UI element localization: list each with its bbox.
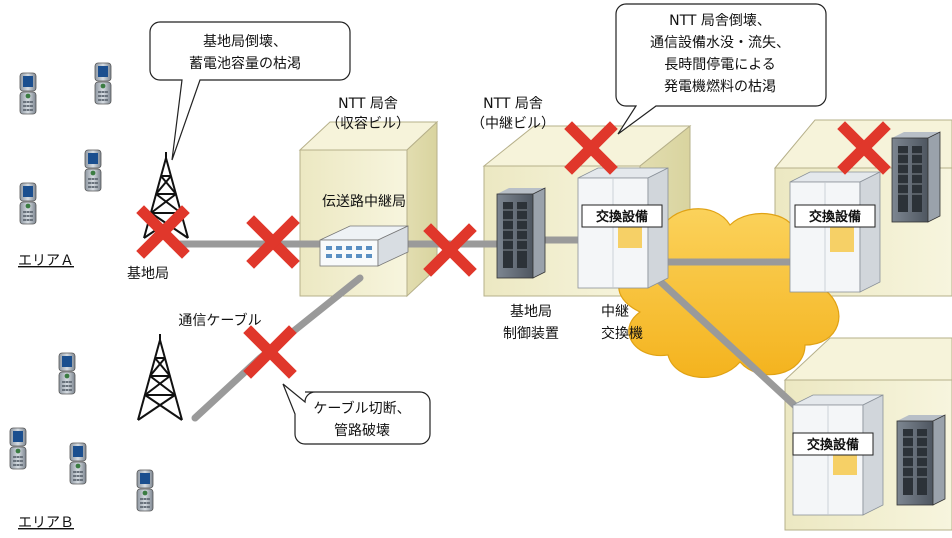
ntt-accommodation-building [298,120,439,298]
area-b-phones [9,352,154,512]
cross-icon [144,213,182,251]
mobile-phone-icon [19,182,37,225]
label-ntt-accommodation-line2: （収容ビル） [326,115,410,132]
area-a-phones [19,62,112,225]
exchange-cabinet-upper [789,171,881,293]
svg-text:管路破壊: 管路破壊 [334,423,390,439]
mobile-phone-icon [58,352,76,395]
svg-text:交換設備: 交換設備 [809,209,861,225]
cable-exchange-to-lower [646,268,809,419]
svg-text:蓄電池容量の枯渇: 蓄電池容量の枯渇 [189,55,301,72]
svg-text:通信設備水没・流失、: 通信設備水没・流失、 [650,35,790,51]
mobile-phone-icon [84,149,102,192]
exchange-label-lower: 交換設備 [792,432,874,456]
label-bs-controller-line1: 基地局 [510,303,552,320]
mobile-phone-icon [136,469,154,512]
mobile-phone-icon [69,442,87,485]
callout-base-station: 基地局倒壊、 蓄電池容量の枯渇 [149,21,351,161]
label-base-station: 基地局 [127,265,169,282]
label-ntt-relay-line2: （中継ビル） [471,116,555,132]
label-relay-exchange-line1: 中継 [601,304,629,320]
label-relay-exchange-line2: 交換機 [601,325,643,342]
transmission-relay-device [319,225,409,267]
exchange-label-relay: 交換設備 [581,204,663,228]
label-bs-controller-line2: 制御装置 [503,326,559,342]
svg-text:交換設備: 交換設備 [596,209,648,225]
server-rack-upper [891,131,941,223]
callout-ntt: NTT 局舎倒壊、 通信設備水没・流失、 長時間停電による 発電機燃料の枯渇 [615,3,827,135]
mobile-phone-icon [19,72,37,115]
mobile-phone-icon [9,427,27,470]
svg-text:長時間停電による: 長時間停電による [664,56,776,73]
label-area-b: エリアＢ [18,515,74,531]
label-ntt-relay-line1: NTT 局舎 [483,96,543,112]
server-rack-lower [896,414,946,506]
callout-cable: ケーブル切断、 管路破壊 [282,383,431,445]
exchange-label-upper: 交換設備 [794,204,876,228]
base-station-tower-b [137,333,183,421]
svg-text:NTT 局舎倒壊、: NTT 局舎倒壊、 [669,13,771,29]
label-area-a: エリアＡ [18,253,74,269]
svg-text:発電機燃料の枯渇: 発電機燃料の枯渇 [664,78,776,95]
base-station-controller-server [496,187,546,279]
label-transmission-relay: 伝送路中継局 [322,194,406,210]
label-comm-cable: 通信ケーブル [178,312,261,329]
svg-text:基地局倒壊、: 基地局倒壊、 [203,33,287,50]
mobile-phone-icon [94,62,112,105]
network-cloud [618,208,840,379]
svg-text:ケーブル切断、: ケーブル切断、 [313,400,410,417]
svg-text:交換設備: 交換設備 [807,437,859,453]
cross-icon [251,333,289,371]
label-ntt-accommodation-line1: NTT 局舎 [338,96,398,112]
relay-exchange-cabinet [577,167,669,289]
